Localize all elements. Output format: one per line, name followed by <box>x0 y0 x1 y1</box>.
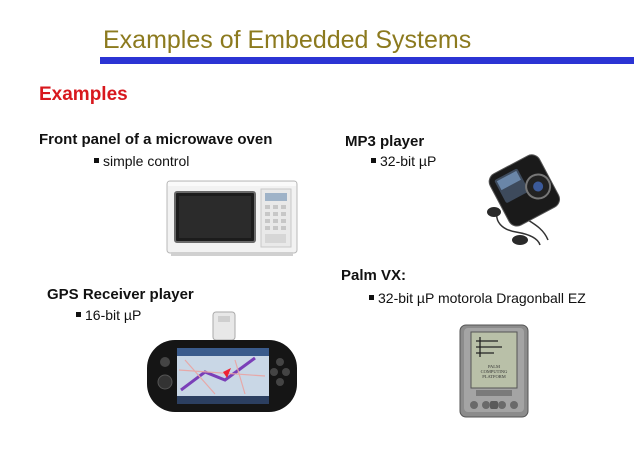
section-heading: Examples <box>39 84 128 105</box>
palm-bullet: 32-bit µP motorola Dragonball EZ <box>369 290 586 306</box>
palm-screen-label: PALM COMPUTING PLATFORM <box>480 364 508 379</box>
microwave-bullet: simple control <box>94 153 189 169</box>
microwave-oven-icon <box>166 180 298 256</box>
mp3-bullet: 32-bit µP <box>371 153 436 169</box>
handheld-gps-icon <box>147 311 297 412</box>
palm-pda-icon <box>459 324 529 418</box>
bullet-square-icon <box>371 157 376 163</box>
bullet-square-icon <box>94 157 99 163</box>
title-underline-bar <box>100 57 634 64</box>
gps-bullet: 16-bit µP <box>76 307 141 323</box>
bullet-square-icon <box>76 311 81 317</box>
palm-heading: Palm VX: <box>341 267 407 284</box>
mp3-player-icon <box>487 154 561 246</box>
bullet-square-icon <box>369 294 374 300</box>
microwave-heading: Front panel of a microwave oven <box>39 131 273 148</box>
mp3-heading: MP3 player <box>345 133 425 150</box>
gps-heading: GPS Receiver player <box>47 286 194 303</box>
slide-title: Examples of Embedded Systems <box>103 26 472 54</box>
